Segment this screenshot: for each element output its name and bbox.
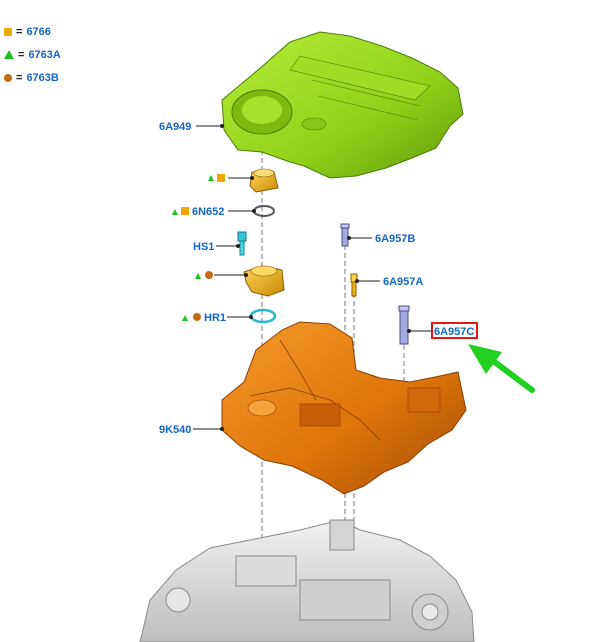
- legend: = 6766 = 6763A = 6763B: [4, 20, 61, 89]
- callout-label-9k540[interactable]: 9K540: [159, 424, 191, 436]
- legend-code: 6763A: [28, 48, 61, 61]
- callout-stud-b[interactable]: 6A957B: [347, 233, 415, 245]
- callout-bracket[interactable]: 9K540: [159, 424, 224, 436]
- green-pointer-arrow-icon: [468, 344, 535, 393]
- highlight-box: [431, 322, 478, 339]
- hr1-ring-part: [249, 308, 277, 324]
- green-triangle-icon: [195, 273, 201, 279]
- brown-circle-icon: [205, 271, 213, 279]
- callout-seal[interactable]: 6N652: [172, 206, 256, 218]
- callout-cap-symbols: [208, 174, 254, 182]
- seal-ring-part: [253, 205, 275, 217]
- bracket-9k540-part: [221, 321, 467, 495]
- callout-label-6a949[interactable]: 6A949: [159, 121, 191, 133]
- callout-filler-neck-symbols: [195, 271, 248, 279]
- legend-code: 6763B: [26, 71, 59, 84]
- legend-item-6766: = 6766: [4, 20, 61, 43]
- orange-square-icon: [181, 207, 189, 215]
- callout-label-6a957b[interactable]: 6A957B: [375, 233, 415, 245]
- callout-label-hr1[interactable]: HR1: [204, 312, 226, 324]
- callout-label-hs1[interactable]: HS1: [193, 241, 214, 253]
- legend-equals: =: [18, 48, 25, 61]
- legend-item-6763b: = 6763B: [4, 66, 61, 89]
- callout-label-6a957c[interactable]: 6A957C: [434, 326, 474, 338]
- callout-engine-cover[interactable]: 6A949: [159, 121, 224, 133]
- engine-cover-part: [221, 31, 464, 179]
- callout-hr1[interactable]: HR1: [182, 312, 253, 324]
- legend-equals: =: [16, 25, 23, 38]
- stud-6a957b-part: [340, 223, 350, 247]
- green-triangle-icon: [172, 209, 178, 215]
- callout-stud-a[interactable]: 6A957A: [355, 276, 423, 288]
- filler-neck-part: [243, 265, 285, 297]
- legend-equals: =: [16, 71, 23, 84]
- stud-6a957c-part: [398, 305, 410, 345]
- legend-code: 6766: [26, 25, 51, 38]
- orange-square-icon: [4, 27, 12, 36]
- stud-6a957a-part: [350, 273, 358, 297]
- engine-block-part: [139, 519, 475, 642]
- green-triangle-icon: [182, 315, 188, 321]
- callout-stud-c[interactable]: 6A957C: [407, 322, 478, 339]
- oil-filler-cap-part: [249, 168, 279, 193]
- callout-label-6a957a[interactable]: 6A957A: [383, 276, 423, 288]
- hs1-bolt-part: [237, 231, 247, 256]
- callout-hs1[interactable]: HS1: [193, 241, 240, 253]
- brown-circle-icon: [193, 313, 201, 321]
- green-triangle-icon: [208, 175, 214, 181]
- callout-label-6n652[interactable]: 6N652: [192, 206, 224, 218]
- legend-item-6763a: = 6763A: [4, 43, 61, 66]
- green-triangle-icon: [4, 50, 14, 59]
- orange-square-icon: [217, 174, 225, 182]
- brown-circle-icon: [4, 73, 12, 82]
